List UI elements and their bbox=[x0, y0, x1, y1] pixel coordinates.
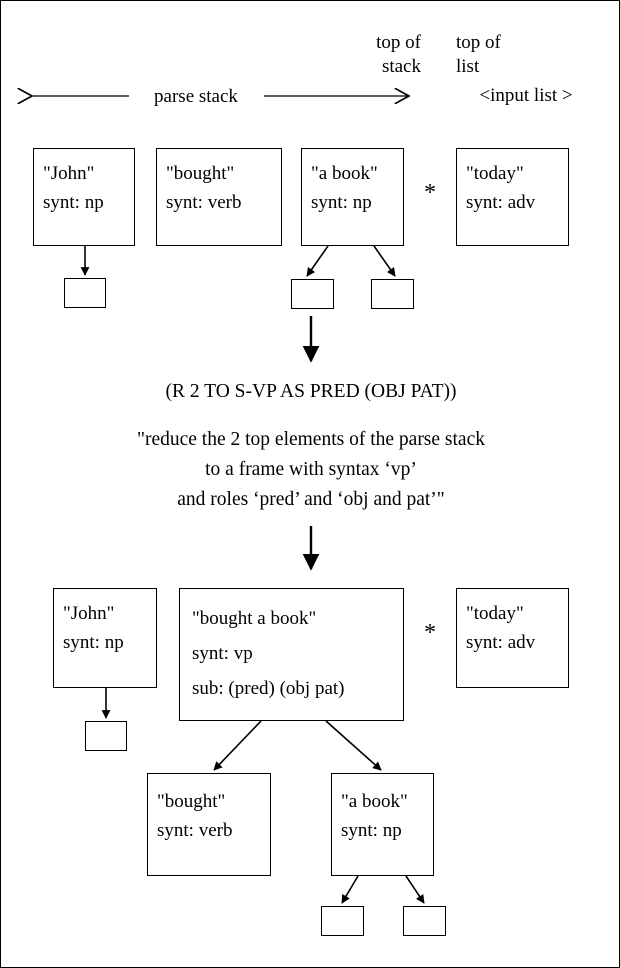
stack-cell-bought-a-book-after[interactable]: "bought a book" synt: vp sub: (pred) (ob… bbox=[179, 588, 404, 721]
input-list-label: <input list > bbox=[479, 85, 573, 106]
cell-sub: sub: (pred) (obj pat) bbox=[192, 678, 345, 699]
stack-list-separator-before: * bbox=[424, 180, 436, 206]
cell-word: "John" bbox=[63, 603, 115, 624]
stack-cell-abook-before[interactable]: "a book" synt: np bbox=[301, 148, 404, 246]
link-arrow bbox=[341, 875, 359, 904]
cell-synt: synt: np bbox=[311, 192, 372, 213]
empty-slot-box[interactable] bbox=[291, 279, 334, 309]
stack-cell-bought-before[interactable]: "bought" synt: verb bbox=[156, 148, 282, 246]
link-arrow bbox=[405, 875, 425, 904]
cell-synt: synt: np bbox=[63, 632, 124, 653]
empty-slot-box[interactable] bbox=[321, 906, 364, 936]
cell-synt: synt: np bbox=[43, 192, 104, 213]
cell-word: "bought" bbox=[157, 791, 226, 812]
stack-list-separator-after: * bbox=[424, 620, 436, 646]
cell-word: "a book" bbox=[311, 163, 378, 184]
parse-stack-label: parse stack bbox=[154, 86, 238, 107]
daughter-cell-a-book[interactable]: "a book" synt: np bbox=[331, 773, 434, 876]
input-cell-today-after[interactable]: "today" synt: adv bbox=[456, 588, 569, 688]
top-of-stack-label: top of stack bbox=[376, 32, 421, 77]
cell-synt: synt: vp bbox=[192, 643, 253, 664]
empty-slot-box[interactable] bbox=[403, 906, 446, 936]
cell-synt: synt: adv bbox=[466, 632, 536, 653]
top-of-list-label: top of list bbox=[456, 32, 501, 77]
cell-synt: synt: np bbox=[341, 820, 402, 841]
daughter-cell-bought[interactable]: "bought" synt: verb bbox=[147, 773, 271, 876]
cell-word: "today" bbox=[466, 603, 524, 624]
cell-word: "today" bbox=[466, 163, 524, 184]
stack-cell-john-after[interactable]: "John" synt: np bbox=[53, 588, 157, 688]
cell-synt: synt: adv bbox=[466, 192, 536, 213]
empty-slot-box[interactable] bbox=[85, 721, 127, 751]
stack-cell-john-before[interactable]: "John" synt: np bbox=[33, 148, 135, 246]
link-arrow bbox=[373, 245, 396, 277]
cell-word: "bought a book" bbox=[192, 608, 317, 629]
link-arrow bbox=[213, 720, 262, 771]
input-cell-today-before[interactable]: "today" synt: adv bbox=[456, 148, 569, 246]
cell-synt: synt: verb bbox=[157, 820, 233, 841]
link-arrow bbox=[306, 245, 329, 277]
cell-word: "John" bbox=[43, 163, 95, 184]
empty-slot-box[interactable] bbox=[371, 279, 414, 309]
empty-slot-box[interactable] bbox=[64, 278, 106, 308]
link-arrow bbox=[325, 720, 382, 771]
rule-expression: (R 2 TO S-VP AS PRED (OBJ PAT)) bbox=[165, 381, 457, 402]
cell-word: "bought" bbox=[166, 163, 235, 184]
cell-word: "a book" bbox=[341, 791, 408, 812]
cell-synt: synt: verb bbox=[166, 192, 242, 213]
rule-gloss: "reduce the 2 top elements of the parse … bbox=[137, 429, 485, 510]
